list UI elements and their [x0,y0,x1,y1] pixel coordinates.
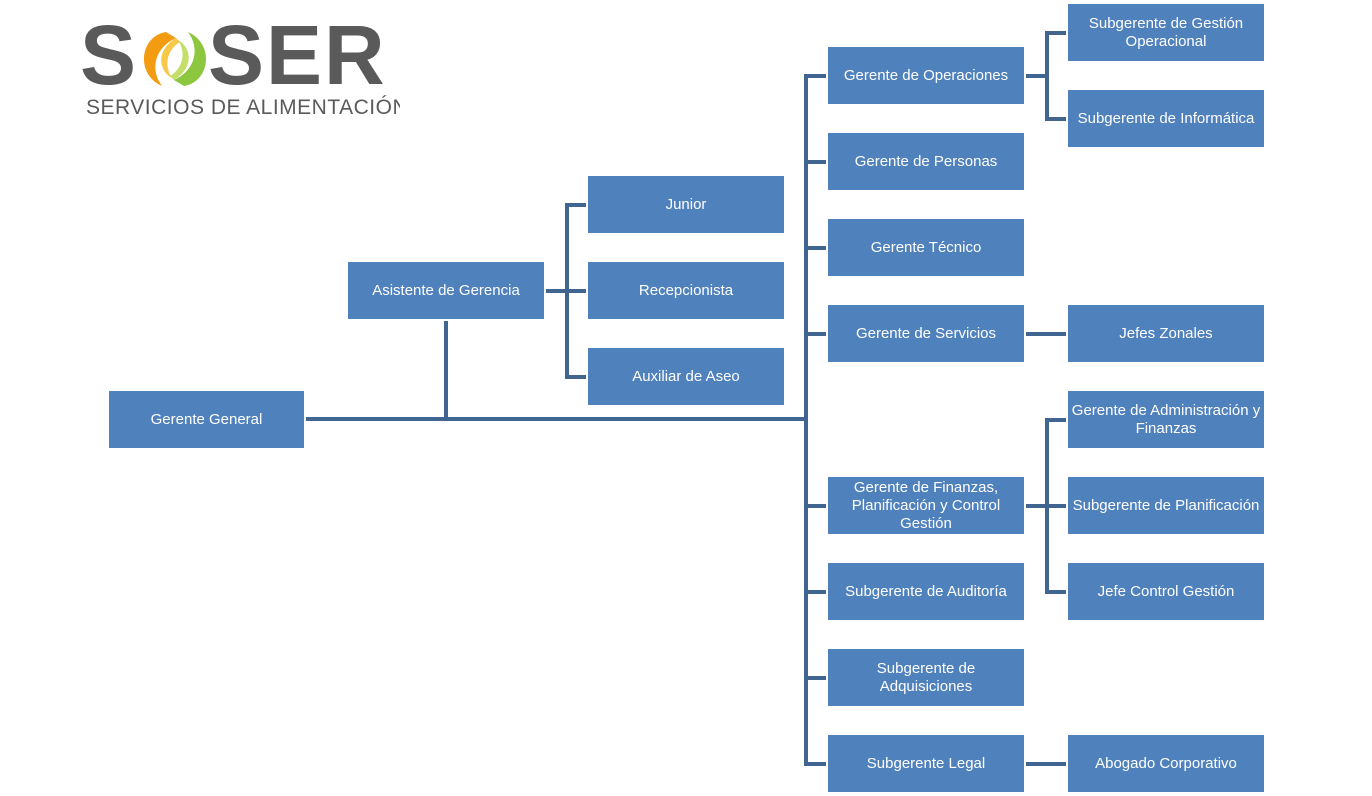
node-jefes-zonales[interactable]: Jefes Zonales [1068,305,1264,362]
node-label: Gerente de Finanzas, Planificación y Con… [851,478,1001,532]
node-label: Subgerente de Auditoría [845,582,1007,600]
node-abogado-corporativo[interactable]: Abogado Corporativo [1068,735,1264,792]
node-label: Subgerente de Adquisiciones [876,659,976,695]
node-label: Gerente de Operaciones [843,66,1009,84]
node-subgerente-auditoria[interactable]: Subgerente de Auditoría [828,563,1024,620]
node-label: Abogado Corporativo [1095,754,1237,772]
node-auxiliar-aseo[interactable]: Auxiliar de Aseo [588,348,784,405]
node-gerente-admin-finanzas[interactable]: Gerente de Administración y Finanzas [1068,391,1264,448]
node-label: Gerente de Personas [854,152,998,170]
node-label: Jefe Control Gestión [1097,582,1235,600]
node-label: Recepcionista [638,281,734,299]
node-gerente-servicios[interactable]: Gerente de Servicios [828,305,1024,362]
logo-subtitle: SERVICIOS DE ALIMENTACIÓN [86,96,400,119]
node-label: Subgerente de Planificación [1072,496,1260,514]
node-label: Jefes Zonales [1119,324,1213,342]
node-gerente-operaciones[interactable]: Gerente de Operaciones [828,47,1024,104]
node-label: Auxiliar de Aseo [632,367,740,385]
node-label: Junior [665,195,707,213]
node-junior[interactable]: Junior [588,176,784,233]
node-subgerente-planificacion[interactable]: Subgerente de Planificación [1068,477,1264,534]
node-gerente-general[interactable]: Gerente General [109,391,304,448]
node-gerente-finanzas[interactable]: Gerente de Finanzas, Planificación y Con… [828,477,1024,534]
node-subgerente-gestion-operacional[interactable]: Subgerente de Gestión Operacional [1068,4,1264,61]
node-label: Subgerente Legal [866,754,986,772]
node-label: Subgerente de Informática [1077,109,1255,127]
node-subgerente-legal[interactable]: Subgerente Legal [828,735,1024,792]
node-jefe-control-gestion[interactable]: Jefe Control Gestión [1068,563,1264,620]
node-label: Gerente de Administración y Finanzas [1071,401,1261,437]
logo-letters-ser: SER [208,12,387,102]
node-recepcionista[interactable]: Recepcionista [588,262,784,319]
node-subgerente-adquisiciones[interactable]: Subgerente de Adquisiciones [828,649,1024,706]
leaf-logo-icon [143,32,207,86]
node-label: Subgerente de Gestión Operacional [1088,14,1244,50]
node-label: Gerente General [150,410,263,428]
node-gerente-personas[interactable]: Gerente de Personas [828,133,1024,190]
node-subgerente-informatica[interactable]: Subgerente de Informática [1068,90,1264,147]
logo-letter-s: S [80,12,138,102]
node-gerente-tecnico[interactable]: Gerente Técnico [828,219,1024,276]
node-label: Gerente de Servicios [855,324,997,342]
node-label: Asistente de Gerencia [372,281,520,299]
soser-logo: S SER SERVICIOS DE ALIMENTACIÓN [80,12,400,119]
node-asistente-gerencia[interactable]: Asistente de Gerencia [348,262,544,319]
node-label: Gerente Técnico [870,238,982,256]
